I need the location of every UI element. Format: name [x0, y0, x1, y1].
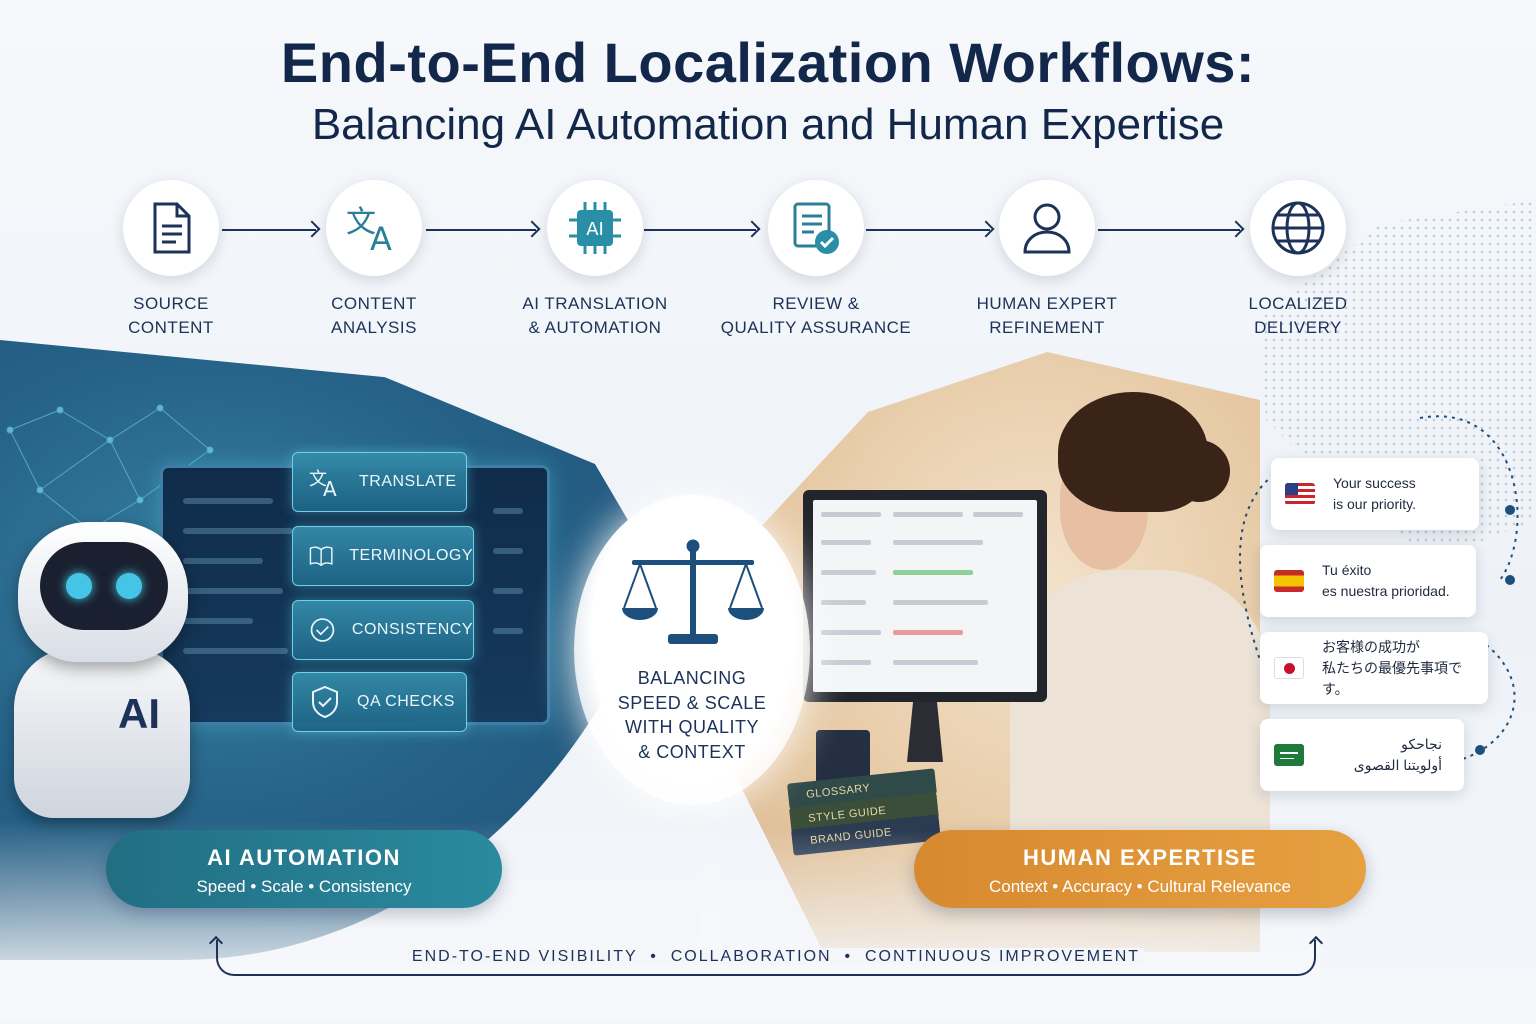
qa-checks-button: QA CHECKS	[292, 672, 467, 732]
page-subtitle: Balancing AI Automation and Human Expert…	[311, 100, 1225, 149]
message-text: Tu éxito es nuestra prioridad.	[1322, 562, 1450, 599]
globe-icon	[1250, 180, 1346, 276]
message-text: お客様の成功が 私たちの最優先事項です。	[1322, 638, 1462, 697]
robot-eye	[116, 573, 142, 599]
button-label: CONSISTENCY	[351, 621, 473, 638]
flow-arrow	[644, 229, 756, 231]
monitor-screen	[813, 500, 1037, 692]
step-review-qa: REVIEW & QUALITY ASSURANCE	[706, 180, 926, 340]
spain-flag-icon	[1274, 570, 1304, 592]
flow-arrow	[1098, 229, 1240, 231]
step-ai-translation: AI AI TRANSLATION & AUTOMATION	[485, 180, 705, 340]
step-label: HUMAN EXPERT REFINEMENT	[976, 294, 1118, 337]
step-label: CONTENT ANALYSIS	[331, 294, 417, 337]
robot-eye	[66, 573, 92, 599]
book-icon	[309, 546, 333, 567]
message-card-english: Your success is our priority.	[1271, 458, 1479, 530]
button-label: QA CHECKS	[357, 693, 455, 710]
terminology-button: TERMINOLOGY	[292, 526, 474, 586]
woman-hair-bun	[1168, 440, 1230, 502]
translate-icon: 文A	[309, 469, 337, 497]
button-label: TERMINOLOGY	[349, 547, 473, 564]
step-label: LOCALIZED DELIVERY	[1248, 294, 1348, 337]
flow-arrow	[222, 229, 316, 231]
robot-label: AI	[118, 690, 160, 737]
us-flag-icon	[1285, 483, 1315, 505]
message-text: نجاحكو أولويتنا القصوى	[1353, 736, 1442, 773]
svg-text:文: 文	[346, 205, 376, 240]
balance-text: BALANCING SPEED & SCALE WITH QUALITY & C…	[617, 668, 767, 762]
connector-dotted-path	[1239, 415, 1519, 761]
svg-text:文: 文	[309, 469, 328, 490]
woman-body	[1010, 570, 1270, 870]
desk-monitor	[803, 490, 1047, 702]
bottom-caption-text: END-TO-END VISIBILITY • COLLABORATION • …	[407, 948, 1145, 965]
saudi-flag-icon	[1274, 744, 1304, 766]
step-label: REVIEW & QUALITY ASSURANCE	[720, 294, 912, 337]
message-text: Your success is our priority.	[1333, 475, 1416, 512]
svg-text:AI: AI	[586, 219, 604, 240]
robot-body	[14, 648, 190, 818]
human-expertise-badge: HUMAN EXPERTISE Context • Accuracy • Cul…	[914, 830, 1366, 908]
step-label: AI TRANSLATION & AUTOMATION	[522, 294, 668, 337]
step-human-refinement: HUMAN EXPERT REFINEMENT	[937, 180, 1157, 340]
ai-automation-badge: AI AUTOMATION Speed • Scale • Consistenc…	[106, 830, 502, 908]
badge-title: HUMAN EXPERTISE	[1023, 845, 1257, 870]
button-label: TRANSLATE	[359, 473, 457, 490]
consistency-button: CONSISTENCY	[292, 600, 474, 660]
japan-flag-icon	[1274, 657, 1304, 679]
page-title: End-to-End Localization Workflows:	[280, 31, 1256, 94]
message-card-arabic: نجاحكو أولويتنا القصوى	[1260, 719, 1464, 791]
step-localized-delivery: LOCALIZED DELIVERY	[1188, 180, 1408, 340]
svg-text:A: A	[323, 477, 337, 497]
step-label: SOURCE CONTENT	[128, 294, 214, 337]
feedback-loop	[216, 940, 1316, 976]
badge-title: AI AUTOMATION	[207, 845, 401, 870]
step-source-content: SOURCE CONTENT	[61, 180, 281, 340]
message-card-spanish: Tu éxito es nuestra prioridad.	[1260, 545, 1476, 617]
balance-scale-icon	[622, 539, 764, 644]
message-card-japanese: お客様の成功が 私たちの最優先事項です。	[1260, 632, 1488, 704]
bottom-caption: END-TO-END VISIBILITY • COLLABORATION • …	[230, 948, 1322, 966]
check-circle-icon	[310, 618, 335, 642]
person-icon	[999, 180, 1095, 276]
badge-subtitle: Context • Accuracy • Cultural Relevance	[989, 877, 1291, 896]
monitor-stand	[907, 702, 943, 762]
checklist-icon	[768, 180, 864, 276]
network-graphic	[6, 404, 214, 534]
badge-subtitle: Speed • Scale • Consistency	[196, 877, 412, 896]
document-icon	[123, 180, 219, 276]
flow-arrow	[426, 229, 536, 231]
svg-text:A: A	[370, 220, 392, 252]
flow-arrow	[866, 229, 990, 231]
ai-chip-icon: AI	[547, 180, 643, 276]
shield-check-icon	[312, 685, 338, 719]
robot-face	[40, 542, 168, 630]
